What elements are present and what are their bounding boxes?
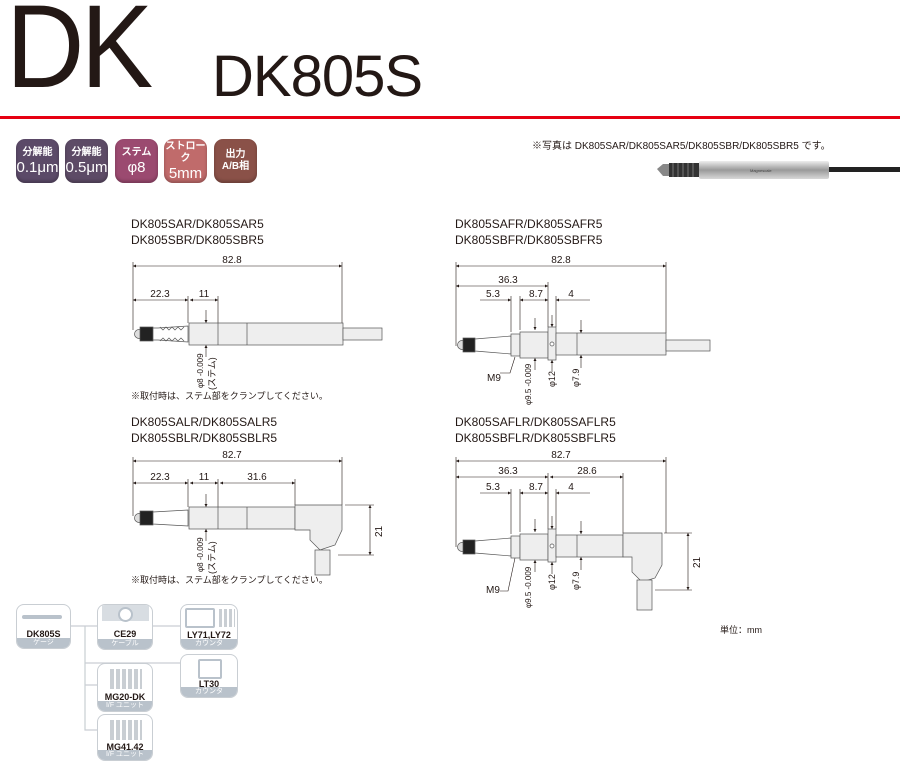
system-item-name: MG41,42	[106, 742, 144, 752]
counter-display-icon	[185, 608, 215, 628]
header-divider	[0, 116, 900, 119]
dim-label: 5.3	[486, 482, 500, 493]
if-unit-icon	[110, 669, 142, 689]
dim-label: 4	[568, 289, 574, 300]
dim-label: 11	[199, 472, 210, 483]
dim-label: 5.3	[486, 289, 500, 300]
badge-value: φ8	[127, 158, 146, 176]
dim-label: 28.6	[577, 466, 597, 477]
dim-diameter: φ9.5 -0.009	[524, 566, 533, 608]
photo-brand: Magnescale	[750, 168, 772, 173]
drawing-right-angle: 82.7 22.3 11 31.6 21 φ8 -0.009 (ステム)	[132, 450, 385, 576]
system-item-category: カウンタ	[181, 687, 237, 697]
badge-value: A/B相	[221, 161, 250, 172]
dim-label: 22.3	[150, 289, 170, 300]
system-cable: CE29 ケーブル	[97, 604, 153, 650]
dim-diameter: φ7.9	[571, 572, 581, 590]
dim-stem-diameter: φ8 -0.009	[196, 353, 205, 388]
badge-value: 5mm	[168, 164, 203, 182]
system-item-category: カウンタ	[181, 639, 237, 649]
dim-height: 21	[374, 525, 385, 537]
photo-caption: ※写真は DK805SAR/DK805SAR5/DK805SBR/DK805SB…	[532, 141, 831, 152]
if-unit-icon	[110, 720, 142, 740]
badge-title: 分解能	[22, 146, 53, 158]
dim-diameter: φ9.5 -0.009	[524, 363, 533, 405]
dim-diameter: φ12	[547, 371, 557, 387]
system-gauge: DK805S ゲージ	[16, 604, 71, 649]
badge-title: 出力	[225, 149, 246, 160]
thread-label: M9	[487, 373, 501, 384]
counter-display-icon	[198, 659, 222, 679]
system-item-category: I/F ユニット	[98, 701, 152, 711]
cable-reel	[118, 607, 133, 622]
drawing-standard: 82.8 22.3 11 φ8 -0.009 (ステム)	[132, 255, 383, 390]
system-counter-lt: LT30 カウンタ	[180, 654, 238, 698]
dim-diameter: φ12	[547, 574, 557, 590]
unit-label: 単位：mm	[720, 625, 762, 635]
dim-diameter: φ7.9	[571, 369, 581, 387]
system-item-category: I/F ユニット	[98, 750, 152, 760]
dim-total-length: 82.7	[551, 450, 571, 461]
model-title: DK805S	[212, 44, 423, 109]
system-item-name: MG20-DK	[104, 692, 146, 702]
dim-label: 31.6	[247, 472, 267, 483]
dim-label: 11	[199, 289, 210, 300]
system-if-unit-mg41: MG41,42 I/F ユニット	[97, 714, 153, 761]
product-photo: Magnescale	[657, 161, 900, 179]
dim-label: 4	[568, 482, 574, 493]
drawing-flange: 82.8 36.3 5.3 8.7 4 M9 φ9.5 -0.009 φ12 φ…	[455, 255, 711, 405]
dim-stem-diameter: φ8 -0.009	[196, 537, 205, 572]
dim-label: 22.3	[150, 472, 170, 483]
badge-title: ストローク	[165, 140, 206, 164]
system-item-category: ゲージ	[17, 638, 70, 648]
mounting-note: ※取付時は、ステム部をクランプしてください。	[131, 575, 328, 585]
system-item-name: CE29	[113, 629, 137, 639]
dim-height: 21	[692, 556, 703, 568]
system-item-name: LT30	[198, 679, 220, 689]
system-item-name: LY71,LY72	[187, 630, 231, 640]
stem-label: (ステム)	[207, 541, 217, 574]
dim-label: 36.3	[498, 275, 518, 286]
dim-total-length: 82.7	[222, 450, 242, 461]
badge-title: 分解能	[71, 146, 102, 158]
drawing-flange-right-angle: 82.7 36.3 28.6 5.3 8.7 4 21 M9 φ9.5 -0.0…	[455, 450, 703, 611]
keypad-icon	[219, 609, 235, 627]
thread-label: M9	[486, 585, 500, 596]
badge-value: 0.5μm	[65, 158, 108, 176]
stem-label: (ステム)	[207, 357, 217, 390]
mounting-note: ※取付時は、ステム部をクランプしてください。	[131, 391, 328, 401]
system-if-unit-mg20: MG20-DK I/F ユニット	[97, 663, 153, 712]
dim-total-length: 82.8	[222, 255, 242, 266]
gauge-icon	[22, 615, 62, 619]
system-counter-ly: LY71,LY72 カウンタ	[180, 604, 238, 650]
system-item-category: ケーブル	[98, 639, 152, 649]
badge-value: 0.1μm	[16, 158, 59, 176]
dim-label: 36.3	[498, 466, 518, 477]
badge-title: ステム	[121, 146, 152, 158]
dim-total-length: 82.8	[551, 255, 571, 266]
dim-label: 8.7	[529, 289, 543, 300]
system-item-name: DK805S	[26, 629, 61, 639]
series-title: DK	[6, 0, 153, 113]
dim-label: 8.7	[529, 482, 543, 493]
